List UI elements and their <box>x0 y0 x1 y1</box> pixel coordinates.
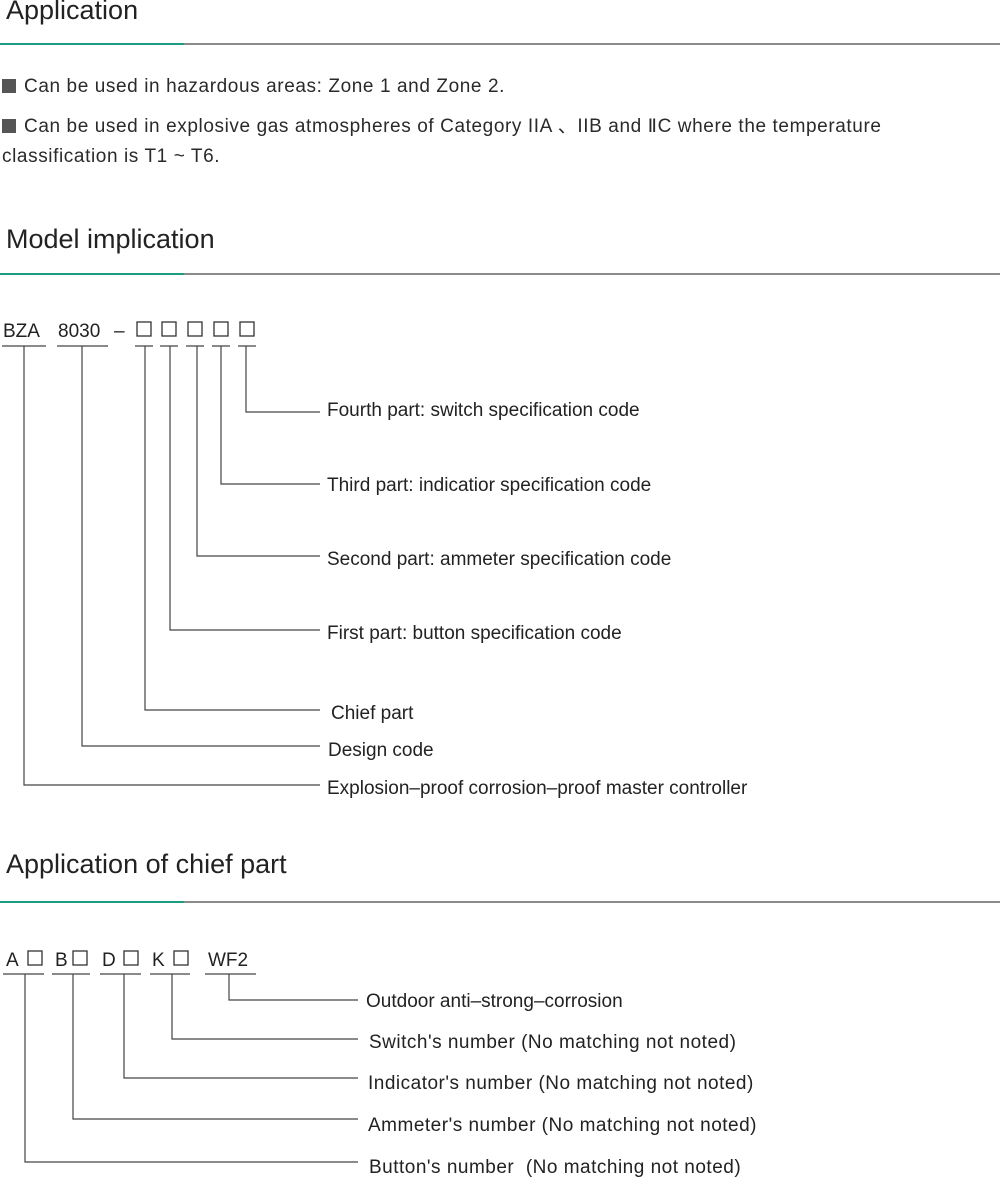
model-label: Chief part <box>331 703 414 724</box>
leader-line <box>228 974 358 1001</box>
chief-label: Button's number (No matching not noted) <box>369 1157 741 1177</box>
bullet-item: Can be used in explosive gas atmospheres… <box>2 111 882 138</box>
section-rule <box>0 901 1000 903</box>
model-label: Design code <box>328 740 434 761</box>
code-placeholder-box <box>123 950 139 966</box>
square-bullet-icon <box>2 79 16 93</box>
section-rule-accent <box>0 273 184 275</box>
code-placeholder-box <box>173 950 189 966</box>
bullet-text: Can be used in explosive gas atmospheres… <box>24 116 882 137</box>
leader-line <box>123 974 358 1079</box>
model-label: Third part: indicatior specification cod… <box>327 475 651 496</box>
bullet-item: Can be used in hazardous areas: Zone 1 a… <box>2 76 505 98</box>
code-placeholder-box <box>72 950 88 966</box>
chief-code-wf2: WF2 <box>208 950 248 971</box>
code-placeholder-box <box>187 321 203 337</box>
chief-label: Indicator's number (No matching not note… <box>368 1073 754 1094</box>
model-label: Second part: ammeter specification code <box>327 549 671 570</box>
code-placeholder-box <box>239 321 255 337</box>
section-rule <box>0 273 1000 275</box>
code-placeholder-box <box>136 321 152 337</box>
chief-code-a: A <box>6 950 19 971</box>
chief-part-diagram: A B D K WF2 Outdoor anti–strong–corrosio… <box>3 950 757 1177</box>
code-placeholder-box <box>27 950 43 966</box>
square-bullet-icon <box>2 119 16 133</box>
leader-line <box>245 346 320 413</box>
section-rule <box>0 43 1000 45</box>
leader-line <box>81 346 320 747</box>
leader-line <box>23 346 320 786</box>
leader-line <box>24 974 358 1163</box>
leader-line <box>171 974 358 1040</box>
leader-line <box>144 346 320 711</box>
section-title-chief-part: Application of chief part <box>6 849 287 879</box>
chief-label: Outdoor anti–strong–corrosion <box>366 991 623 1012</box>
leader-line <box>169 346 320 631</box>
leader-line <box>72 974 358 1120</box>
leader-line <box>196 346 320 557</box>
bullet-continuation: classification is T1 ~ T6. <box>2 146 221 167</box>
code-design: 8030 <box>58 321 100 342</box>
model-label: Explosion–proof corrosion–proof master c… <box>327 778 748 799</box>
code-placeholder-box <box>213 321 229 337</box>
model-label: Fourth part: switch specification code <box>327 400 640 421</box>
code-dash: – <box>114 321 125 342</box>
code-placeholder-box <box>161 321 177 337</box>
chief-code-d: D <box>102 950 116 971</box>
section-title-application: Application <box>6 0 139 25</box>
chief-label: Ammeter's number (No matching not noted) <box>368 1115 757 1136</box>
chief-label: Switch's number (No matching not noted) <box>369 1032 736 1053</box>
section-rule-accent <box>0 901 184 903</box>
bullet-text: Can be used in hazardous areas: Zone 1 a… <box>24 76 506 97</box>
code-prefix: BZA <box>3 321 40 342</box>
section-title-model-implication: Model implication <box>6 224 215 254</box>
section-rule-accent <box>0 43 184 45</box>
model-implication-diagram: BZA 8030 – Fourth part: switch specifica… <box>2 321 748 799</box>
model-label: First part: button specification code <box>327 623 622 644</box>
leader-line <box>220 346 320 485</box>
chief-code-b: B <box>55 950 68 971</box>
chief-code-k: K <box>152 950 165 971</box>
